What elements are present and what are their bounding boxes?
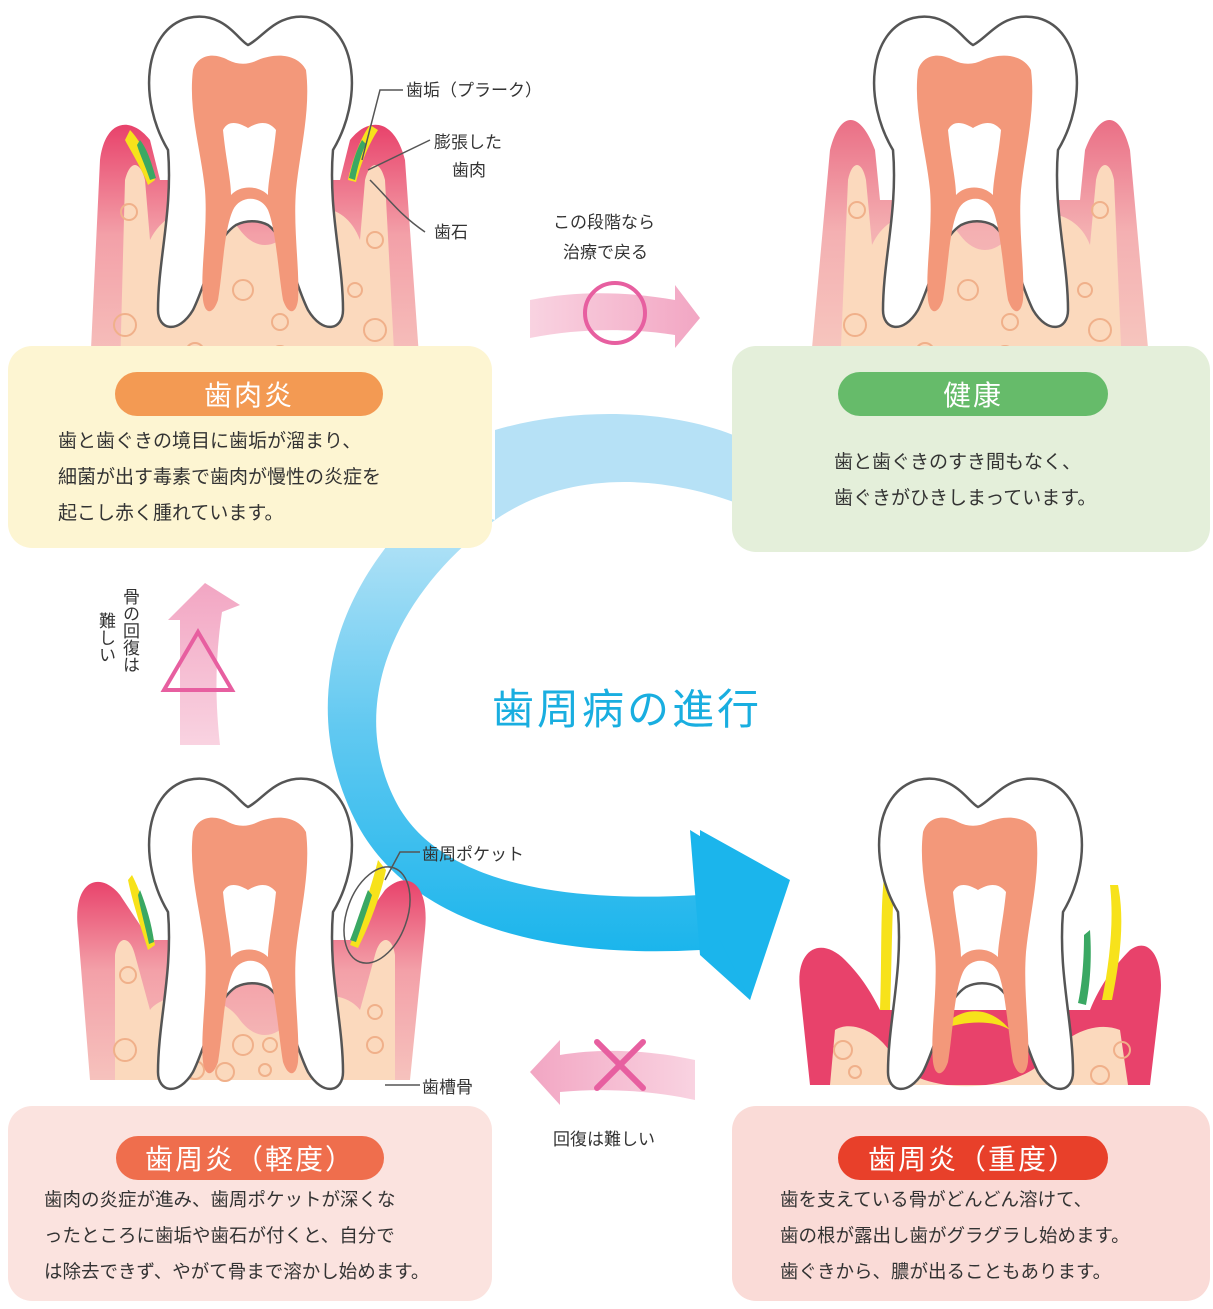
label-pocket: 歯周ポケット	[422, 840, 524, 865]
stage-desc-gingivitis: 歯と歯ぐきの境目に歯垢が溜まり、 細菌が出す毒素で歯肉が慢性の炎症を 起こし赤く…	[58, 423, 478, 531]
label-plaque: 歯垢（プラーク）	[406, 76, 542, 101]
stage-title-healthy: 健康	[838, 372, 1108, 416]
center-title: 歯周病の進行	[492, 676, 762, 737]
stage-desc-severe: 歯を支えている骨がどんどん溶けて、 歯の根が露出し歯がグラグラし始めます。 歯ぐ…	[780, 1183, 1200, 1291]
label-recover-line1: この段階なら	[553, 208, 655, 233]
tooth-gingivitis	[90, 17, 420, 370]
stage-title-mild: 歯周炎（軽度）	[116, 1136, 384, 1180]
tooth-severe	[799, 779, 1161, 1089]
tooth-healthy	[810, 17, 1150, 370]
progression-arrowhead	[700, 830, 790, 1000]
label-tartar: 歯石	[434, 218, 468, 243]
label-bone-hard-col2: 難しい	[94, 612, 116, 663]
label-recovery-hard: 回復は難しい	[553, 1125, 655, 1150]
label-recover-line2: 治療で戻る	[563, 238, 648, 263]
label-swollen-gum-2: 歯肉	[452, 156, 486, 181]
label-swollen-gum-1: 膨張した	[434, 128, 502, 153]
stage-title-gingivitis: 歯肉炎	[115, 372, 383, 416]
label-alveolar-bone: 歯槽骨	[422, 1073, 473, 1098]
stage-desc-healthy: 歯と歯ぐきのすき間もなく、 歯ぐきがひきしまっています。	[834, 444, 1194, 516]
stage-desc-mild: 歯肉の炎症が進み、歯周ポケットが深くな ったところに歯垢や歯石が付くと、自分で …	[44, 1183, 489, 1291]
stage-title-severe: 歯周炎（重度）	[838, 1136, 1108, 1180]
label-bone-hard-col1: 骨の回復は	[118, 588, 140, 673]
